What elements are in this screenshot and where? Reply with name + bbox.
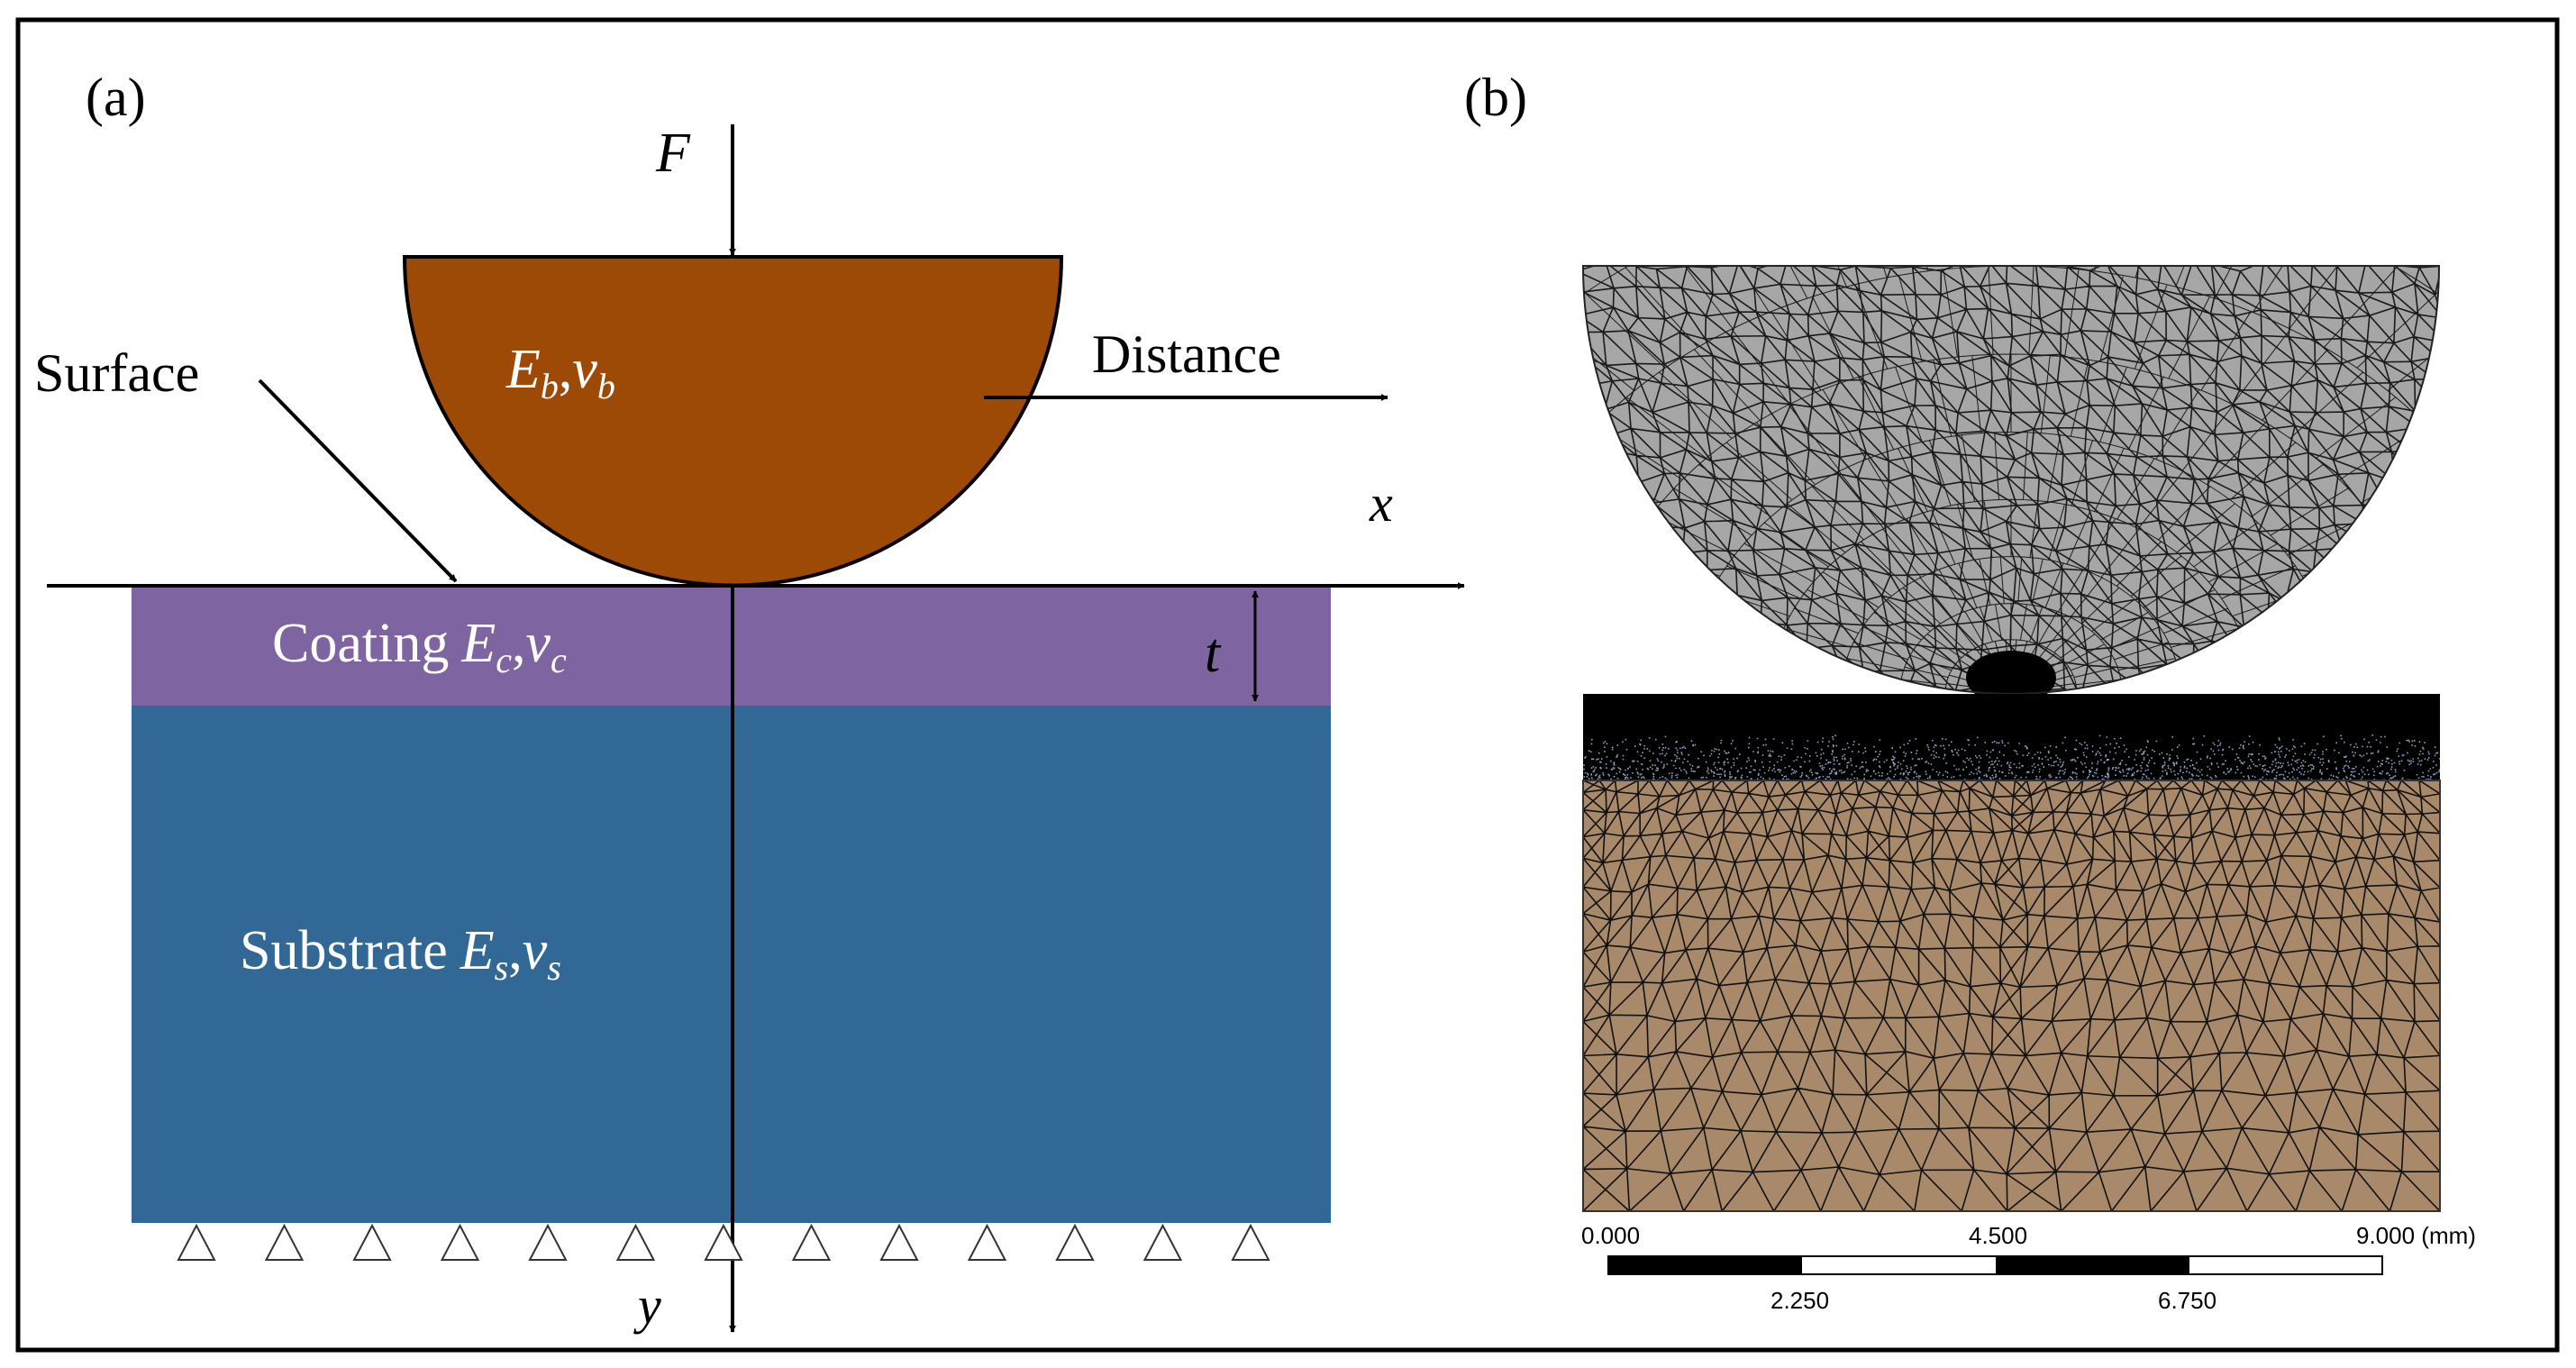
figure-border [15,17,2560,1353]
thickness-label: t [1205,623,1222,684]
support-triangle [264,1223,305,1261]
support-triangle [791,1223,832,1261]
panel-a-label: (a) [86,68,146,127]
support-triangle [1231,1223,1270,1261]
ball-mesh [1581,265,2441,705]
scale-label-9000: 9.000 (mm) [2356,1222,2476,1249]
surface-label: Surface [34,343,199,403]
support-triangle [177,1223,216,1261]
support-triangle [1055,1223,1095,1261]
panel-b-label: (b) [1464,68,1527,127]
substrate-mesh [1582,780,2441,1212]
surface-arrow [258,378,458,583]
distance-label: Distance [1092,324,1281,384]
support-triangle [615,1223,656,1261]
support-triangle [528,1223,568,1261]
ball-indenter [402,255,1064,588]
panel-a: (a) x y F Eb,vb Distance Surface Coating… [34,68,1465,1335]
ball-properties-label: Eb,vb [505,339,615,406]
scale-label-0: 0.000 [1581,1222,1640,1249]
fixed-supports [177,1223,1270,1261]
scale-label-4500: 4.500 [1969,1222,2027,1249]
support-triangle [440,1223,480,1261]
scale-label-2250: 2.250 [1770,1287,1829,1314]
support-triangle [967,1223,1007,1261]
y-axis-label: y [633,1276,661,1335]
support-triangle [352,1223,392,1261]
scale-bar: 0.000 4.500 9.000 (mm) 2.250 6.750 [1581,1222,2476,1314]
support-triangle [1142,1223,1183,1261]
x-axis-label: x [1369,474,1393,533]
support-triangle [704,1223,743,1261]
scale-label-6750: 6.750 [2158,1287,2216,1314]
coating-mesh [1583,694,2440,780]
support-triangle [879,1223,919,1261]
force-label: F [655,123,691,184]
panel-b: (b) 0.000 4.500 9.000 (mm) 2.250 [1464,68,2476,1314]
